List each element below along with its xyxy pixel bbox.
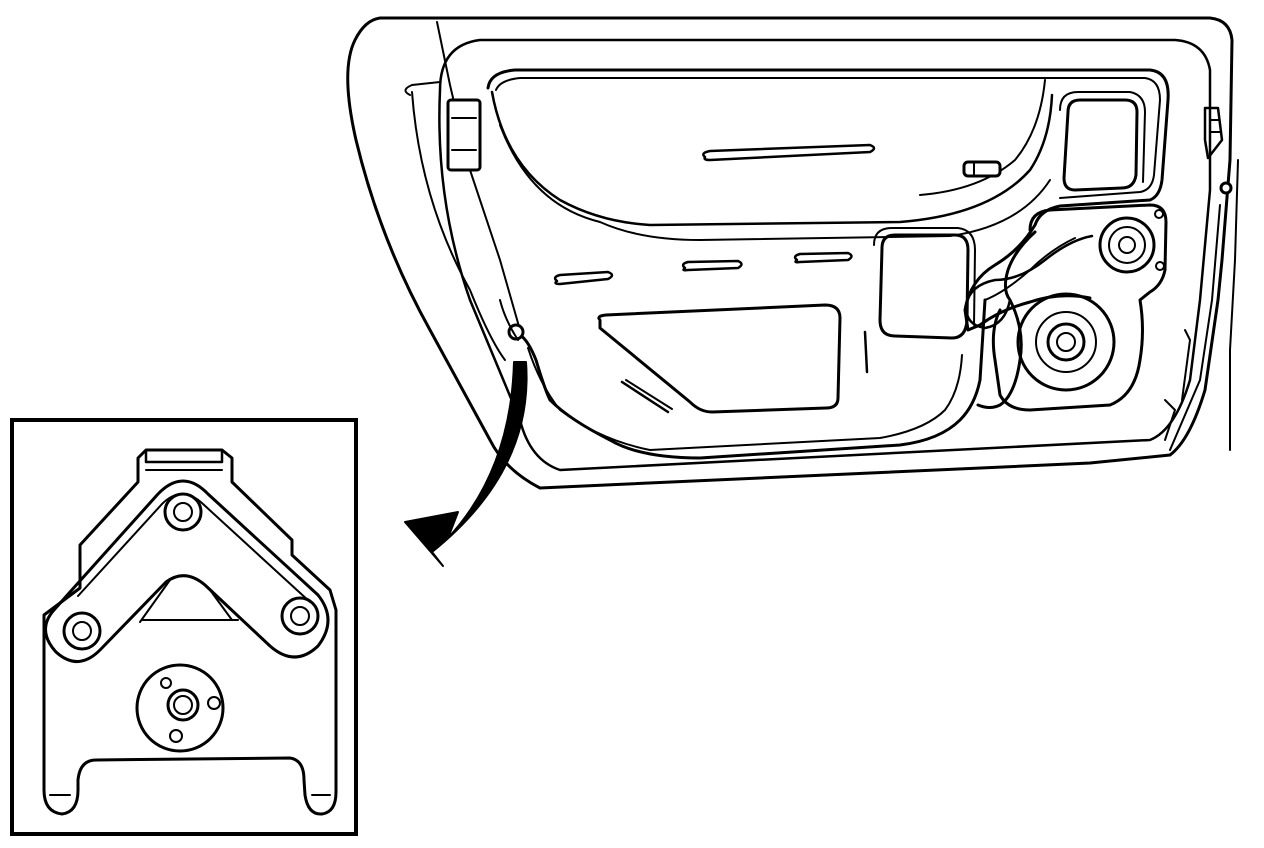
mount-hole-left — [62, 611, 102, 651]
speaker-large — [1016, 292, 1116, 392]
door-assembly — [346, 16, 1239, 490]
left-edge-inner — [404, 81, 441, 96]
upper-trim-seal — [486, 68, 1170, 332]
mid-slot-right — [793, 251, 853, 264]
mount-hole-top — [163, 492, 203, 532]
v-arm — [44, 479, 330, 663]
upper-pocket-curve — [919, 79, 1046, 196]
upper-slot — [702, 143, 876, 162]
speaker-small — [1098, 216, 1156, 274]
mid-slot-center — [681, 259, 743, 272]
detail-inset — [10, 418, 358, 836]
hinge-bracket — [446, 98, 482, 172]
hinge-edge-line — [436, 21, 521, 331]
door-inner-flange — [438, 38, 1212, 472]
latch-tab — [1203, 106, 1224, 160]
access-hole-upper-right — [1062, 98, 1139, 192]
lower-panel-opening — [597, 303, 842, 414]
lower-slash — [620, 380, 670, 414]
lower-inner-contour — [518, 298, 987, 460]
vertical-slot — [863, 330, 869, 374]
small-switch-opening — [962, 160, 1002, 178]
bracket-top-tab — [144, 448, 224, 464]
speaker-housing-outline — [991, 203, 1168, 412]
mid-slot-left — [553, 270, 614, 286]
trim-fastener — [507, 323, 525, 341]
upper-pocket-outline — [490, 90, 1054, 227]
hub-pin-right — [207, 696, 221, 710]
wiring-harness — [976, 230, 1037, 409]
door-outer-shell — [346, 16, 1234, 490]
callout-arrow — [404, 361, 528, 567]
hub-pin-bottom — [169, 729, 183, 743]
bracket-plate — [42, 448, 338, 816]
right-edge-line — [1229, 159, 1239, 451]
access-hole-center — [878, 233, 970, 340]
upper-trim-seal-inner — [495, 77, 1161, 199]
hub-pin-top — [160, 677, 172, 689]
striker-bolt — [1219, 181, 1233, 195]
left-edge-curve — [411, 91, 506, 361]
mount-hole-right — [280, 596, 320, 636]
center-hub — [135, 663, 225, 753]
inset-frame — [10, 418, 358, 836]
upper-pocket-outline-2 — [499, 124, 1051, 241]
